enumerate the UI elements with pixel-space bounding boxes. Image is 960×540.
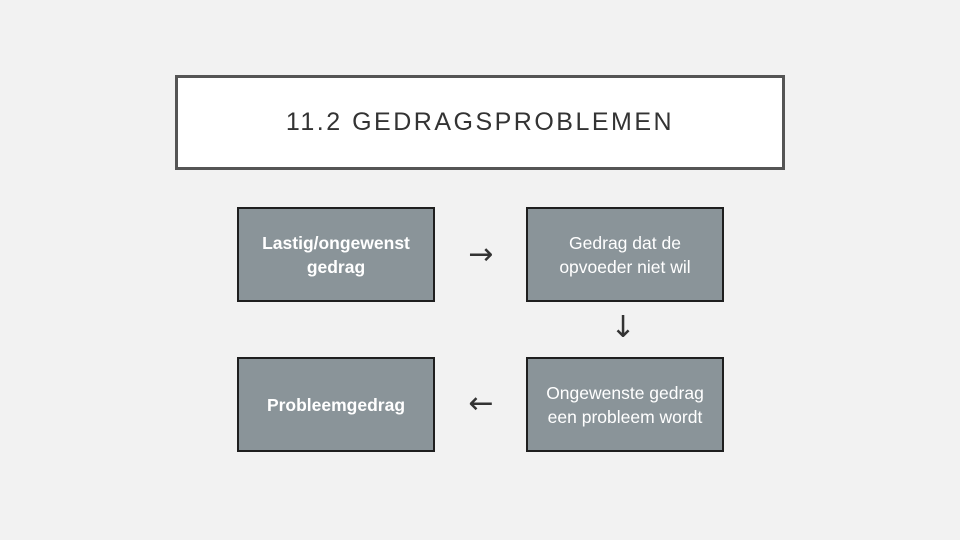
arrow-left-icon: ← <box>468 386 494 421</box>
arrow-down-icon: ↓ <box>610 310 636 345</box>
node-probleem-label: Probleemgedrag <box>266 394 406 415</box>
title-box: 11.2 GEDRAGSPROBLEMEN <box>175 75 785 170</box>
node-gedrag-label: Gedrag dat de opvoeder niet wil <box>559 232 691 277</box>
slide-title: 11.2 GEDRAGSPROBLEMEN <box>285 108 675 136</box>
node-lastig-ongewenst-gedrag: Lastig/ongewenst gedrag <box>237 207 435 302</box>
node-probleemgedrag: Probleemgedrag <box>237 357 435 452</box>
arrow-right-icon: → <box>468 237 494 272</box>
node-gedrag-opvoeder: Gedrag dat de opvoeder niet wil <box>526 207 724 302</box>
node-ongewenst-label: Ongewenste gedrag een probleem wordt <box>546 382 704 427</box>
node-lastig-label: Lastig/ongewenst gedrag <box>262 232 410 277</box>
node-ongewenste-gedrag: Ongewenste gedrag een probleem wordt <box>526 357 724 452</box>
